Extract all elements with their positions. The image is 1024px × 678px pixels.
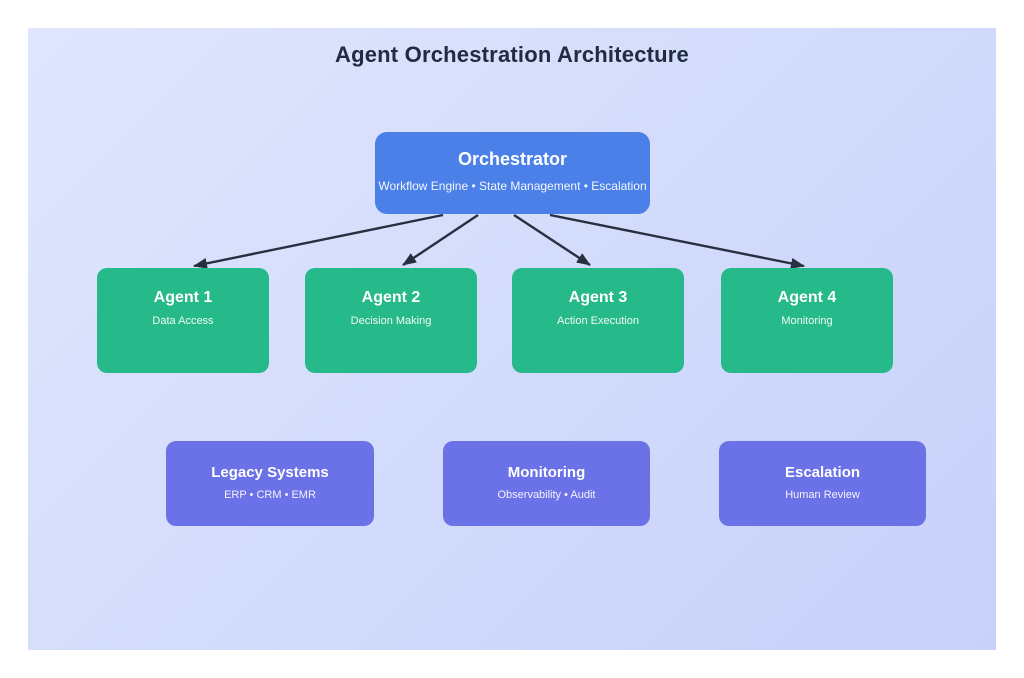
orchestrator-subtitle: Workflow Engine • State Management • Esc…: [378, 179, 647, 193]
agent-3-title: Agent 3: [568, 289, 628, 306]
node-monitoring: Monitoring Observability • Audit: [443, 441, 650, 526]
agent-1-title: Agent 1: [153, 289, 213, 306]
escalation-title: Escalation: [784, 464, 861, 481]
node-agent-4: Agent 4 Monitoring: [721, 268, 893, 373]
monitoring-title: Monitoring: [507, 464, 586, 481]
node-legacy-systems: Legacy Systems ERP • CRM • EMR: [166, 441, 374, 526]
arrow-orchestrator-to-agent-4: [549, 213, 805, 269]
agent-2-title: Agent 2: [361, 289, 421, 306]
node-agent-2: Agent 2 Decision Making: [305, 268, 477, 373]
node-orchestrator: Orchestrator Workflow Engine • State Man…: [375, 132, 650, 214]
arrow-orchestrator-to-agent-1: [193, 213, 444, 269]
diagram-panel: Agent Orchestration Architecture Orchest…: [28, 28, 996, 650]
agent-1-subtitle: Data Access: [152, 315, 214, 327]
arrow-orchestrator-to-agent-2: [402, 214, 479, 266]
escalation-subtitle: Human Review: [785, 489, 860, 501]
agent-2-subtitle: Decision Making: [350, 315, 432, 327]
agent-4-subtitle: Monitoring: [781, 315, 833, 327]
node-agent-3: Agent 3 Action Execution: [512, 268, 684, 373]
diagram-title: Agent Orchestration Architecture: [335, 42, 689, 67]
orchestrator-title: Orchestrator: [457, 149, 568, 169]
node-escalation: Escalation Human Review: [719, 441, 926, 526]
legacy-systems-subtitle: ERP • CRM • EMR: [224, 489, 316, 501]
monitoring-subtitle: Observability • Audit: [497, 489, 596, 501]
node-agent-1: Agent 1 Data Access: [97, 268, 269, 373]
legacy-systems-title: Legacy Systems: [211, 464, 329, 481]
agent-3-subtitle: Action Execution: [557, 315, 639, 327]
agent-4-title: Agent 4: [777, 289, 837, 306]
arrow-orchestrator-to-agent-3: [513, 213, 591, 267]
